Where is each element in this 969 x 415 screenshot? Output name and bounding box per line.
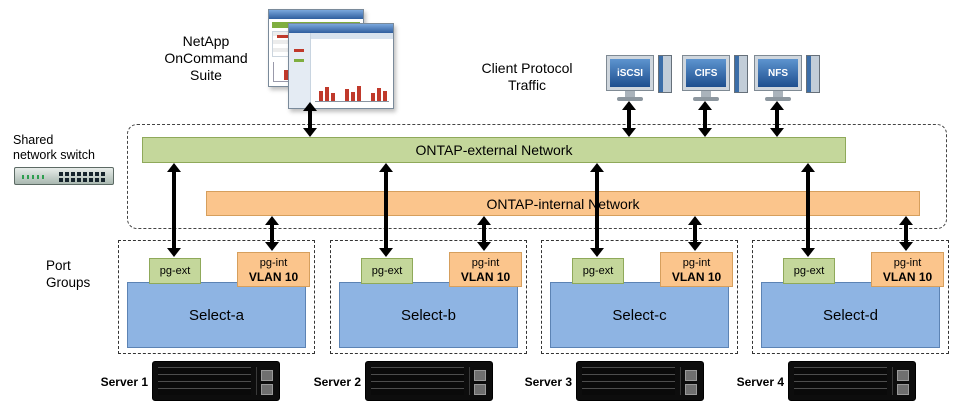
ontap-external-network-bar: ONTAP-external Network bbox=[142, 137, 846, 163]
pg-int-label: pg-int bbox=[682, 257, 711, 269]
server-icon bbox=[152, 361, 280, 401]
server-icon bbox=[788, 361, 916, 401]
pg-int-portgroup: pg-int VLAN 10 bbox=[237, 252, 310, 287]
internal-network-label: ONTAP-internal Network bbox=[486, 195, 640, 212]
ontap-select-node: Select-b bbox=[339, 282, 518, 348]
double-arrow bbox=[698, 101, 712, 137]
double-arrow bbox=[899, 216, 913, 251]
server-label: Server 2 bbox=[313, 375, 361, 389]
monitor-icon: NFS bbox=[754, 55, 802, 91]
double-arrow bbox=[167, 163, 181, 257]
external-network-label: ONTAP-external Network bbox=[415, 142, 573, 158]
double-arrow bbox=[622, 101, 636, 137]
network-switch-icon bbox=[14, 167, 114, 185]
pg-ext-portgroup: pg-ext bbox=[783, 258, 835, 284]
pg-ext-portgroup: pg-ext bbox=[361, 258, 413, 284]
app-window-icon bbox=[288, 23, 394, 109]
oncommand-suite-label: NetApp OnCommand Suite bbox=[150, 33, 262, 84]
server-icon bbox=[576, 361, 704, 401]
pg-ext-label: pg-ext bbox=[159, 265, 191, 277]
pg-ext-portgroup: pg-ext bbox=[149, 258, 201, 284]
oncommand-line-3: Suite bbox=[190, 67, 222, 83]
double-arrow bbox=[379, 163, 393, 257]
pg-ext-portgroup: pg-ext bbox=[572, 258, 624, 284]
vlan-label: VLAN 10 bbox=[671, 270, 722, 284]
double-arrow bbox=[477, 216, 491, 251]
ontap-select-node: Select-c bbox=[550, 282, 729, 348]
ontap-select-node: Select-a bbox=[127, 282, 306, 348]
port-groups-line-1: Port bbox=[46, 258, 71, 273]
server-label: Server 3 bbox=[524, 375, 572, 389]
pg-ext-label: pg-ext bbox=[582, 265, 614, 277]
shared-switch-line-2: network switch bbox=[13, 148, 95, 162]
double-arrow bbox=[590, 163, 604, 257]
double-arrow bbox=[303, 102, 317, 137]
computer-tower-icon bbox=[658, 55, 672, 93]
computer-tower-icon bbox=[806, 55, 820, 93]
protocol-label: CIFS bbox=[686, 59, 726, 87]
client-nfs-group: NFS bbox=[754, 55, 824, 103]
double-arrow bbox=[770, 101, 784, 137]
node-name: Select-c bbox=[612, 306, 667, 324]
server-label: Server 4 bbox=[736, 375, 784, 389]
port-group-box-c: Select-c pg-ext pg-int VLAN 10 bbox=[541, 240, 738, 354]
shared-switch-label: Shared network switch bbox=[13, 133, 95, 163]
server-icon bbox=[365, 361, 493, 401]
protocol-label: iSCSI bbox=[610, 59, 650, 87]
mini-chart bbox=[311, 39, 393, 108]
pg-int-portgroup: pg-int VLAN 10 bbox=[660, 252, 733, 287]
port-groups-line-2: Groups bbox=[46, 275, 91, 290]
client-traffic-line-2: Traffic bbox=[507, 77, 547, 93]
oncommand-line-2: OnCommand bbox=[164, 50, 248, 66]
pg-int-label: pg-int bbox=[471, 257, 500, 269]
oncommand-line-1: NetApp bbox=[182, 33, 230, 49]
shared-switch-line-1: Shared bbox=[13, 133, 54, 147]
double-arrow bbox=[688, 216, 702, 251]
ontap-select-node: Select-d bbox=[761, 282, 940, 348]
window-titlebar bbox=[289, 24, 393, 33]
port-group-box-b: Select-b pg-ext pg-int VLAN 10 bbox=[330, 240, 527, 354]
client-cifs-group: CIFS bbox=[682, 55, 752, 103]
pg-ext-label: pg-ext bbox=[371, 265, 403, 277]
pg-int-label: pg-int bbox=[259, 257, 288, 269]
virtual-switch-boundary bbox=[127, 124, 947, 229]
monitor-icon: CIFS bbox=[682, 55, 730, 91]
oncommand-screenshots-icon bbox=[262, 9, 402, 111]
monitor-icon: iSCSI bbox=[606, 55, 654, 91]
pg-int-portgroup: pg-int VLAN 10 bbox=[449, 252, 522, 287]
client-traffic-line-1: Client Protocol bbox=[481, 60, 573, 76]
pg-int-label: pg-int bbox=[893, 257, 922, 269]
double-arrow bbox=[801, 163, 815, 257]
node-name: Select-d bbox=[822, 306, 879, 324]
vlan-label: VLAN 10 bbox=[248, 270, 299, 284]
server-label: Server 1 bbox=[100, 375, 148, 389]
client-traffic-label: Client Protocol Traffic bbox=[468, 60, 586, 94]
pg-int-portgroup: pg-int VLAN 10 bbox=[871, 252, 944, 287]
vlan-label: VLAN 10 bbox=[460, 270, 511, 284]
node-name: Select-a bbox=[188, 306, 245, 324]
vlan-label: VLAN 10 bbox=[882, 270, 933, 284]
window-titlebar bbox=[269, 10, 363, 19]
ontap-internal-network-bar: ONTAP-internal Network bbox=[206, 191, 920, 216]
protocol-label: NFS bbox=[758, 59, 798, 87]
port-group-box-d: Select-d pg-ext pg-int VLAN 10 bbox=[752, 240, 949, 354]
client-iscsi-group: iSCSI bbox=[606, 55, 676, 103]
node-name: Select-b bbox=[400, 306, 457, 324]
double-arrow bbox=[265, 216, 279, 251]
computer-tower-icon bbox=[734, 55, 748, 93]
pg-ext-label: pg-ext bbox=[793, 265, 825, 277]
port-group-box-a: Select-a pg-ext pg-int VLAN 10 bbox=[118, 240, 315, 354]
port-groups-label: Port Groups bbox=[46, 257, 90, 291]
